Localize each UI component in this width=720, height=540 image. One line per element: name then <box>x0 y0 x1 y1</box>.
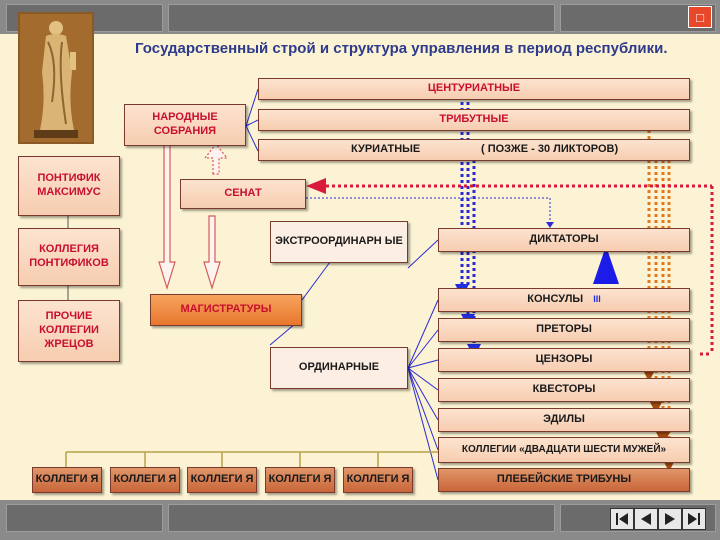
first-slide-icon[interactable] <box>610 508 634 530</box>
assembly-connectors <box>245 88 259 152</box>
last-slide-glyph <box>688 513 700 525</box>
prev-slide-icon[interactable] <box>634 508 658 530</box>
college-pontiffs-box[interactable]: КОЛЛЕГИЯ ПОНТИФИКОВ <box>18 228 120 286</box>
outline-arrows <box>158 141 229 291</box>
vigintisexviri-box[interactable]: КОЛЛЕГИИ «ДВАДЦАТИ ШЕСТИ МУЖЕЙ» <box>438 437 690 463</box>
assemblies-box[interactable]: НАРОДНЫЕ СОБРАНИЯ <box>124 104 246 146</box>
dictators-box[interactable]: ДИКТАТОРЫ <box>438 228 690 252</box>
college-box[interactable]: КОЛЛЕГИ Я <box>110 467 180 493</box>
other-colleges-box[interactable]: ПРОЧИЕ КОЛЛЕГИИ ЖРЕЦОВ <box>18 300 120 362</box>
senate-arrowhead <box>306 178 326 194</box>
page-title: Государственный строй и структура управл… <box>135 40 668 57</box>
consuls-label: КОНСУЛЫ <box>527 293 584 306</box>
lictor-mark: III <box>593 294 601 305</box>
statue-image <box>18 12 94 144</box>
magistracies-box[interactable]: МАГИСТРАТУРЫ <box>150 294 302 326</box>
college-box[interactable]: КОЛЛЕГИ Я <box>343 467 413 493</box>
curiate-label: КУРИАТНЫЕ <box>351 143 421 156</box>
extraordinary-box[interactable]: ЭКСТРООРДИНАРН ЫЕ <box>270 221 408 263</box>
last-slide-icon[interactable] <box>682 508 706 530</box>
college-box[interactable]: КОЛЛЕГИ Я <box>187 467 257 493</box>
college-box[interactable]: КОЛЛЕГИ Я <box>265 467 335 493</box>
tribute-assembly-box[interactable]: ТРИБУТНЫЕ <box>258 109 690 131</box>
senate-box[interactable]: СЕНАТ <box>180 179 306 209</box>
quaestors-box[interactable]: КВЕСТОРЫ <box>438 378 690 402</box>
curiate-assembly-box[interactable]: КУРИАТНЫЕ ( ПОЗЖЕ - 30 ЛИКТОРОВ) <box>258 139 690 161</box>
red-dotted-links <box>326 184 714 356</box>
help-icon[interactable]: □ <box>688 6 712 28</box>
first-slide-glyph <box>616 513 628 525</box>
censors-box[interactable]: ЦЕНЗОРЫ <box>438 348 690 372</box>
consuls-box[interactable]: КОНСУЛЫ III <box>438 288 690 312</box>
blue-dotted-links <box>460 102 476 346</box>
ordinary-box[interactable]: ОРДИНАРНЫЕ <box>270 347 408 389</box>
help-glyph: □ <box>696 9 704 25</box>
dictator-arrowhead <box>593 246 619 284</box>
next-slide-glyph <box>665 513 675 525</box>
college-connectors <box>65 451 440 467</box>
centuriate-assembly-box[interactable]: ЦЕНТУРИАТНЫЕ <box>258 78 690 100</box>
aediles-box[interactable]: ЭДИЛЫ <box>438 408 690 432</box>
magistracy-connectors <box>269 239 439 481</box>
pontifex-maximus-box[interactable]: ПОНТИФИК МАКСИМУС <box>18 156 120 216</box>
college-box[interactable]: КОЛЛЕГИ Я <box>32 467 102 493</box>
next-slide-icon[interactable] <box>658 508 682 530</box>
praetors-box[interactable]: ПРЕТОРЫ <box>438 318 690 342</box>
plebeian-tribunes-box[interactable]: ПЛЕБЕЙСКИЕ ТРИБУНЫ <box>438 468 690 492</box>
prev-slide-glyph <box>641 513 651 525</box>
curiate-note: ( ПОЗЖЕ - 30 ЛИКТОРОВ) <box>481 143 619 156</box>
